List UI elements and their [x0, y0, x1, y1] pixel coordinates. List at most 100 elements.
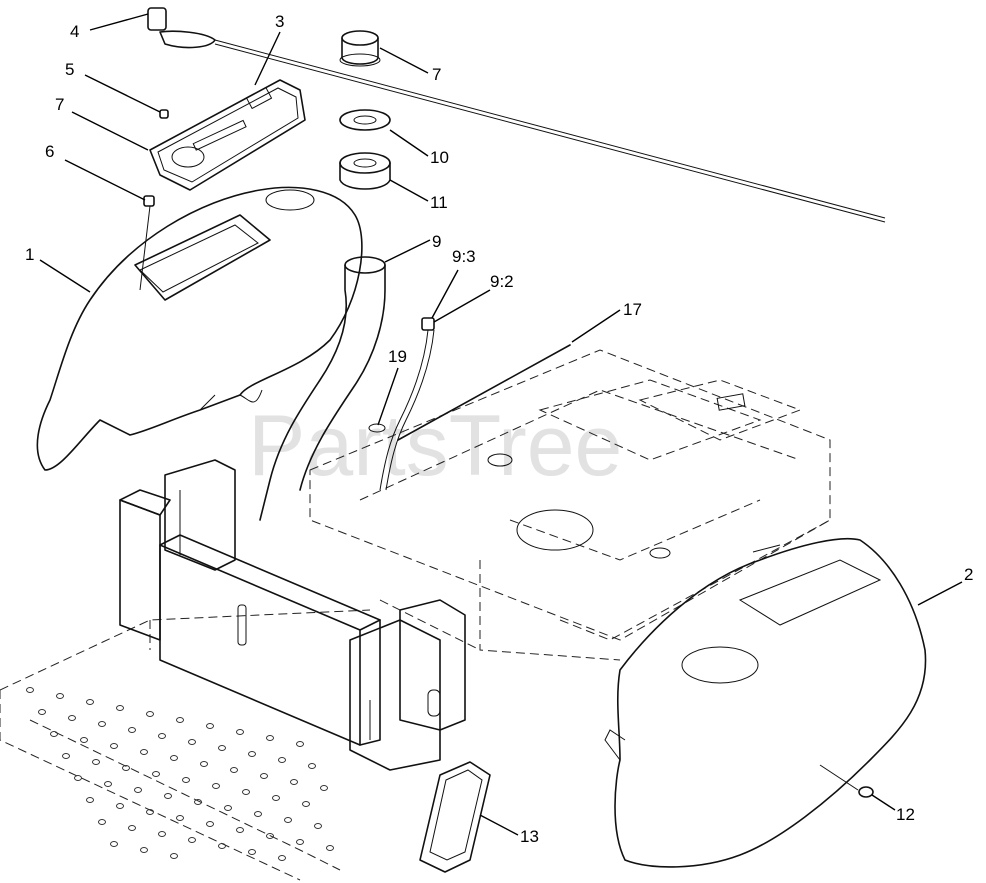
- floor-hole: [182, 777, 190, 783]
- floor-hole: [38, 709, 46, 715]
- floor-hole: [224, 805, 232, 811]
- floor-hole: [248, 849, 256, 855]
- callout-6: 6: [45, 142, 54, 161]
- floor-pan: [0, 609, 371, 881]
- floor-hole: [218, 843, 226, 849]
- floor-hole: [158, 733, 166, 739]
- gauge-part-4: [147, 7, 886, 223]
- floor-hole: [128, 727, 136, 733]
- floor-hole: [152, 771, 160, 777]
- panel-part-3: [149, 79, 306, 191]
- pad-part-11: [419, 761, 491, 873]
- floor-hole: [236, 827, 244, 833]
- leader-lines: [39, 13, 963, 836]
- floor-hole: [200, 761, 208, 767]
- floor-hole: [206, 821, 214, 827]
- callout-19: 19: [388, 347, 407, 366]
- floor-hole: [212, 783, 220, 789]
- floor-hole: [116, 803, 124, 809]
- floor-hole: [86, 797, 94, 803]
- floor-hole: [170, 755, 178, 761]
- callout-11: 13: [520, 827, 539, 846]
- hose-assembly: [368, 317, 435, 491]
- floor-hole: [248, 751, 256, 757]
- floor-hole: [104, 781, 112, 787]
- floor-hole: [98, 819, 106, 825]
- floor-hole: [74, 775, 82, 781]
- floor-hole: [266, 735, 274, 741]
- floor-hole: [296, 741, 304, 747]
- floor-hole: [164, 793, 172, 799]
- callout-labels: 4 3 5 7 6 1 7 10 11 9 9:3 9:2 17 19 2 12…: [25, 12, 973, 846]
- floor-hole: [326, 845, 334, 851]
- hood-part-1: [36, 186, 363, 471]
- floor-hole: [302, 801, 310, 807]
- floor-hole: [146, 711, 154, 717]
- floor-hole: [188, 739, 196, 745]
- floor-hole: [236, 729, 244, 735]
- callout-13: 11: [430, 193, 448, 212]
- watermark: PartsTree: [248, 398, 622, 494]
- frame: [309, 349, 831, 661]
- floor-hole: [188, 837, 196, 843]
- callout-4: 4: [70, 22, 79, 41]
- floor-hole: [278, 757, 286, 763]
- floor-hole: [314, 823, 322, 829]
- floor-hole: [110, 743, 118, 749]
- floor-hole: [68, 715, 76, 721]
- floor-hole: [62, 753, 70, 759]
- small-hardware: [139, 109, 169, 291]
- floor-hole: [194, 799, 202, 805]
- floor-hole: [176, 815, 184, 821]
- floor-hole: [278, 855, 286, 861]
- floor-hole: [260, 773, 268, 779]
- floor-hole: [110, 841, 118, 847]
- floor-hole: [272, 795, 280, 801]
- floor-hole: [284, 817, 292, 823]
- floor-hole: [254, 811, 262, 817]
- grommet-part-13: [339, 152, 391, 190]
- floor-hole: [230, 767, 238, 773]
- fuel-cap-part-7: [339, 30, 381, 67]
- callout-1: 1: [25, 245, 34, 264]
- floor-hole: [266, 833, 274, 839]
- floor-hole: [218, 745, 226, 751]
- floor-hole: [116, 705, 124, 711]
- floor-hole: [140, 749, 148, 755]
- floor-hole: [308, 763, 316, 769]
- floor-hole: [176, 717, 184, 723]
- callout-10: 12: [896, 805, 915, 824]
- fender-part-2: [604, 537, 927, 868]
- callout-7: 7: [432, 65, 441, 84]
- callout-5: 5: [65, 60, 74, 79]
- floor-hole: [296, 839, 304, 845]
- floor-hole: [206, 723, 214, 729]
- washer-part-12: [339, 109, 391, 131]
- floor-hole: [290, 779, 298, 785]
- callout-9-2: 9:2: [490, 272, 514, 291]
- floor-hole: [50, 731, 58, 737]
- floor-hole: [26, 687, 34, 693]
- floor-hole: [98, 721, 106, 727]
- callout-9-3: 9:3: [452, 247, 476, 266]
- rod-part-17: [397, 344, 571, 441]
- floor-hole: [92, 759, 100, 765]
- seat-bracket-assembly: [119, 459, 466, 771]
- callout-17: 17: [623, 300, 642, 319]
- floor-hole: [80, 737, 88, 743]
- callout-3: 3: [275, 12, 284, 31]
- floor-hole: [140, 847, 148, 853]
- floor-hole: [122, 765, 130, 771]
- callout-12: 10: [430, 148, 449, 167]
- floor-hole: [320, 785, 328, 791]
- callout-2: 2: [964, 565, 973, 584]
- floor-hole: [158, 831, 166, 837]
- floor-hole: [128, 825, 136, 831]
- floor-hole: [86, 699, 94, 705]
- callout-8: 7: [55, 95, 64, 114]
- floor-hole: [242, 789, 250, 795]
- filler-neck-part-9: [259, 256, 386, 521]
- floor-hole: [56, 693, 64, 699]
- callout-9: 9: [432, 232, 441, 251]
